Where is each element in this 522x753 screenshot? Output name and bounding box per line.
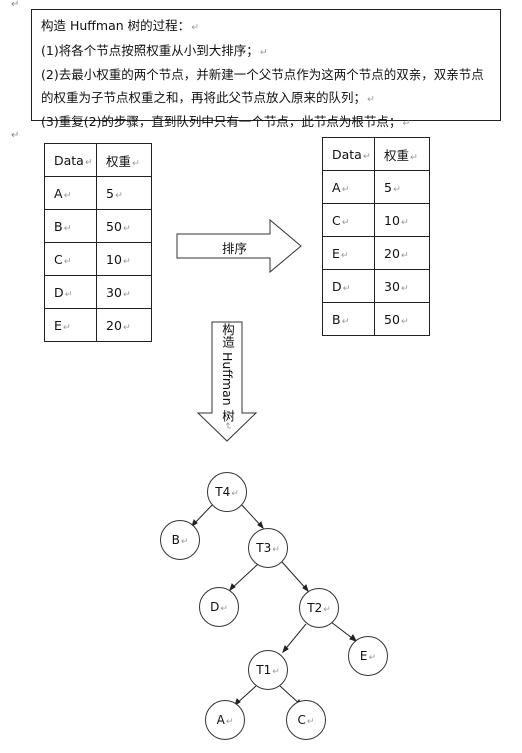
node-t2-label: T2↵ — [307, 601, 331, 615]
table-cell: 50↵ — [374, 302, 430, 336]
description-line-4: (3)重复(2)的步骤，直到队列中只有一个节点，此节点为根节点；↵ — [41, 114, 411, 129]
paragraph-mark-left: ↵ — [11, 130, 20, 141]
node-t4-circle — [207, 472, 247, 512]
node-e-circle — [348, 636, 388, 676]
table-row: C↵ 10↵ — [44, 242, 152, 276]
table-cell: 30↵ — [374, 269, 430, 303]
node-c-label: C↵ — [297, 713, 315, 727]
table-header-cell: 权重↵ — [96, 143, 152, 177]
node-t2-circle — [299, 588, 339, 628]
table-row: E↵ 20↵ — [44, 308, 152, 342]
table-cell: B↵ — [322, 302, 375, 336]
description-box: 构造 Huffman 树的过程：↵ (1)将各个节点按照权重从小到大排序；↵ (… — [31, 9, 501, 129]
edge-t2-e-arrowhead — [349, 634, 357, 642]
node-a-circle — [205, 700, 245, 740]
table-cell: D↵ — [44, 275, 97, 309]
table-row: A↵ 5↵ — [322, 170, 430, 204]
node-d-circle — [199, 587, 239, 627]
table-cell: B↵ — [44, 209, 97, 243]
description-line-1: 构造 Huffman 树的过程：↵ — [41, 18, 199, 33]
table-row: D↵ 30↵ — [322, 269, 430, 303]
edge-t4-t3-arrowhead — [257, 521, 264, 530]
table-header-cell: 权重↵ — [374, 137, 430, 171]
build-arrow — [196, 321, 258, 442]
edge-t3-d — [229, 563, 259, 591]
table-cell: E↵ — [322, 236, 375, 270]
table-before-sort: Data↵ 权重↵ A↵ 5↵ B↵ 50↵ C↵ 10↵ D↵ 30↵ E↵ … — [44, 143, 152, 342]
node-e-label: E↵ — [359, 649, 377, 663]
paragraph-mark-top: ↵ — [11, 0, 20, 10]
node-b-circle — [160, 520, 200, 560]
table-cell: C↵ — [44, 242, 97, 276]
table-cell: E↵ — [44, 308, 97, 342]
table-header-row: Data↵ 权重↵ — [322, 137, 430, 171]
edge-t3-t2-arrowhead — [302, 584, 309, 593]
table-row: B↵ 50↵ — [44, 209, 152, 243]
table-cell: A↵ — [44, 176, 97, 210]
node-a-label: A↵ — [216, 713, 234, 727]
table-cell: D↵ — [322, 269, 375, 303]
table-cell: 30↵ — [96, 275, 152, 309]
edge-t3-t2 — [281, 561, 309, 592]
node-d-label: D↵ — [210, 600, 228, 614]
node-b-label: B↵ — [171, 533, 189, 547]
build-arrow-label: 构造 Huffman 树↵ — [220, 323, 235, 430]
table-cell: 20↵ — [96, 308, 152, 342]
description-line-3: (2)去最小权重的两个节点，并新建一个父节点作为这两个节点的双亲，双亲节点的权重… — [41, 67, 484, 105]
sort-arrow — [176, 218, 302, 274]
table-cell: 10↵ — [96, 242, 152, 276]
node-t3-label: T3↵ — [256, 541, 280, 555]
node-t1-label: T1↵ — [256, 663, 280, 677]
sort-arrow-label: 排序 — [222, 241, 248, 256]
table-row: D↵ 30↵ — [44, 275, 152, 309]
table-cell: A↵ — [322, 170, 375, 204]
node-t3-circle — [248, 528, 288, 568]
table-header-cell: Data↵ — [322, 137, 375, 171]
edge-t3-d-arrowhead — [229, 583, 236, 592]
table-row: B↵ 50↵ — [322, 302, 430, 336]
table-after-sort: Data↵ 权重↵ A↵ 5↵ C↵ 10↵ E↵ 20↵ D↵ 30↵ B↵ … — [322, 137, 430, 336]
edge-t2-t1-arrowhead — [282, 645, 289, 654]
node-t1-circle — [248, 650, 288, 690]
description-line-2: (1)将各个节点按照权重从小到大排序；↵ — [41, 42, 268, 58]
edge-t4-b-arrowhead — [191, 519, 198, 528]
table-cell: 50↵ — [96, 209, 152, 243]
node-t4-label: T4↵ — [215, 485, 239, 499]
node-c-circle — [286, 700, 326, 740]
